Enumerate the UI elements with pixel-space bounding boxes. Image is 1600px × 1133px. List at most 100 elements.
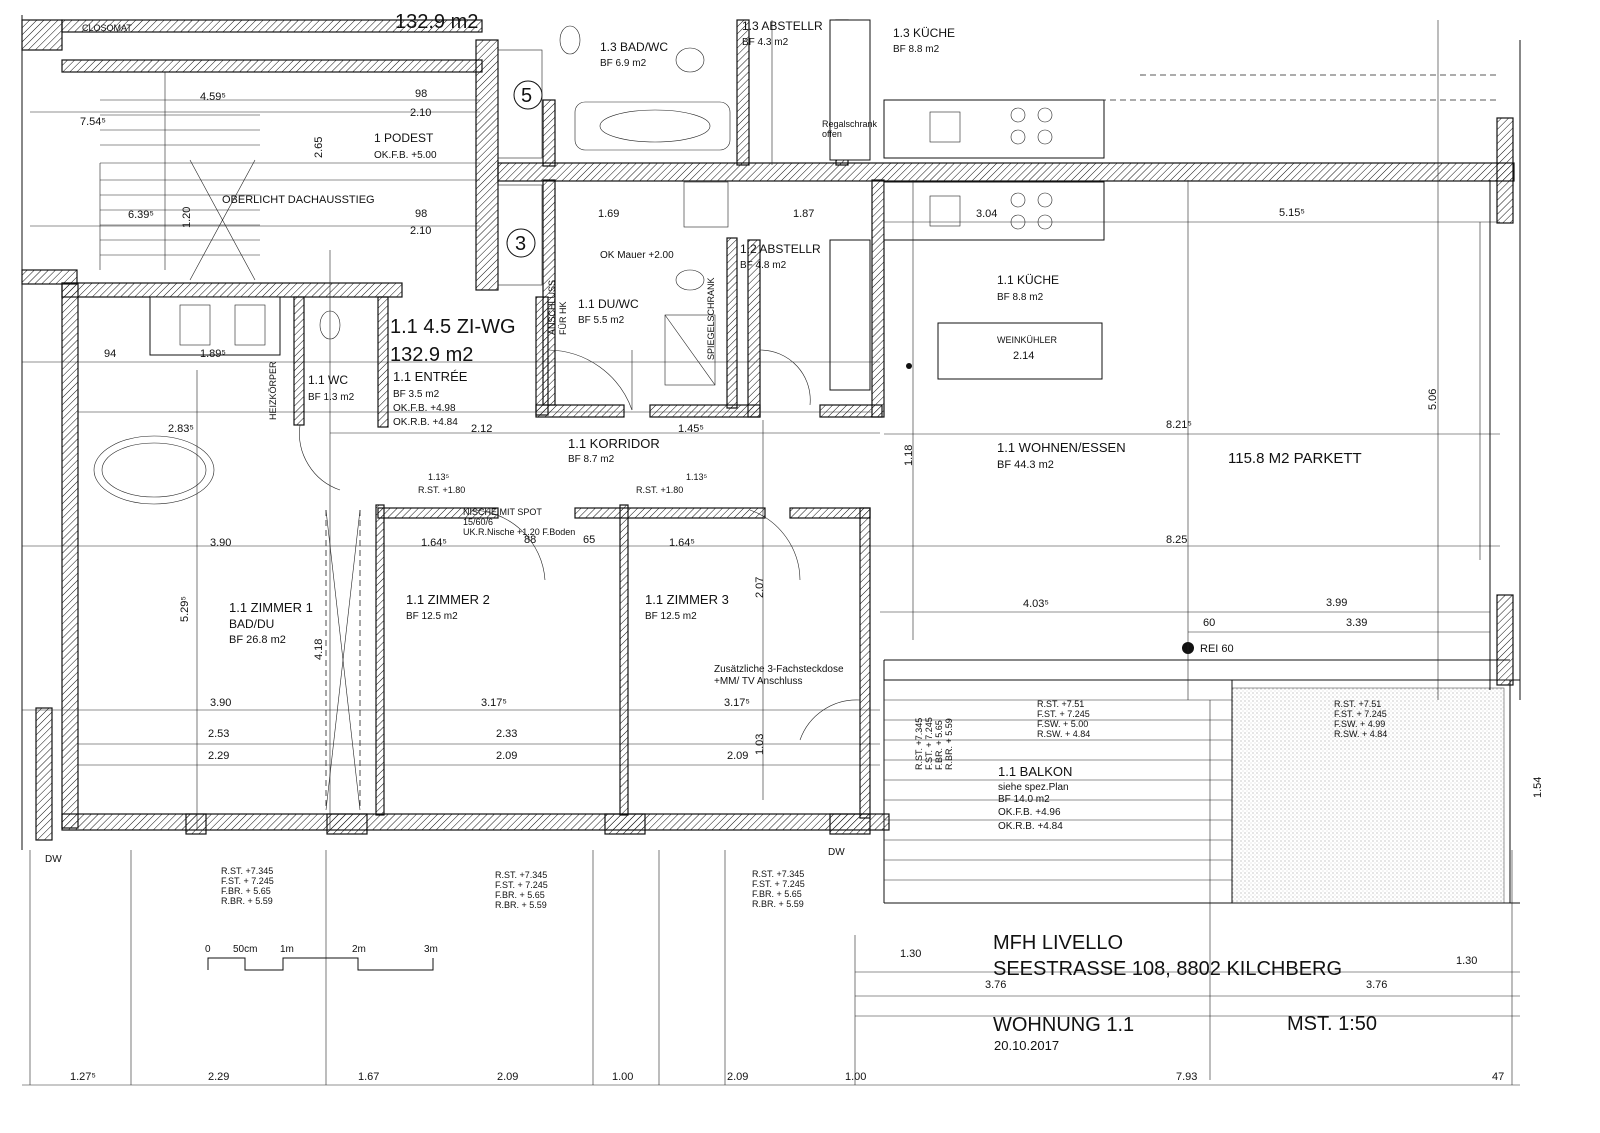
svg-text:15/60/6: 15/60/6 [463, 517, 493, 527]
svg-text:4.59⁵: 4.59⁵ [200, 91, 226, 103]
svg-text:BF 44.3 m2: BF 44.3 m2 [997, 459, 1054, 471]
svg-text:4.03⁵: 4.03⁵ [1023, 598, 1049, 610]
svg-text:HEIZKÖRPER: HEIZKÖRPER [268, 361, 278, 420]
svg-text:BF 8.7 m2: BF 8.7 m2 [568, 454, 615, 465]
svg-text:1.18: 1.18 [903, 445, 915, 466]
room-abstellr-13: 1.3 ABSTELLR BF 4.3 m2 [742, 19, 823, 48]
balcony-levels-left: R.ST. +7.51 F.ST. + 7.245 F.SW. + 5.00 R… [1037, 699, 1090, 739]
svg-text:BF 8.8 m2: BF 8.8 m2 [893, 44, 940, 55]
svg-text:F.ST. + 7.245: F.ST. + 7.245 [924, 717, 934, 770]
svg-text:2.14: 2.14 [1013, 350, 1034, 362]
svg-text:F.SW. + 5.00: F.SW. + 5.00 [1037, 719, 1088, 729]
balcony-levels-vertical: R.ST. +7.345 F.ST. + 7.245 F.BR. + 5.65 … [914, 717, 954, 770]
svg-text:1.30: 1.30 [1456, 955, 1477, 967]
svg-text:98: 98 [415, 208, 427, 220]
svg-text:7.93: 7.93 [1176, 1071, 1197, 1083]
svg-text:offen: offen [822, 129, 842, 139]
svg-text:1.2 ABSTELLR: 1.2 ABSTELLR [740, 242, 821, 256]
svg-text:FÜR HK: FÜR HK [558, 302, 568, 336]
svg-text:5.15⁵: 5.15⁵ [1279, 207, 1305, 219]
room-zimmer-2: 1.1 ZIMMER 2 BF 12.5 m2 [406, 592, 490, 622]
svg-text:1.69: 1.69 [598, 208, 619, 220]
room-kueche-11: 1.1 KÜCHE BF 8.8 m2 [997, 273, 1059, 303]
svg-text:2.10: 2.10 [410, 107, 431, 119]
svg-text:1.54: 1.54 [1532, 777, 1544, 798]
project-address: SEESTRASSE 108, 8802 KILCHBERG [993, 958, 1342, 980]
balcony-planted-area [1231, 687, 1505, 904]
svg-text:3.39: 3.39 [1346, 617, 1367, 629]
svg-text:siehe spez.Plan: siehe spez.Plan [998, 782, 1069, 793]
svg-text:65: 65 [583, 534, 595, 546]
svg-text:BF 4.3 m2: BF 4.3 m2 [742, 37, 789, 48]
svg-text:2.12: 2.12 [471, 423, 492, 435]
oberlicht-label: OBERLICHT DACHAUSSTIEG [222, 194, 375, 206]
svg-text:1.13⁵: 1.13⁵ [428, 472, 450, 482]
svg-text:1.1 ZIMMER 3: 1.1 ZIMMER 3 [645, 592, 729, 607]
svg-text:94: 94 [104, 348, 116, 360]
svg-text:R.BR. + 5.59: R.BR. + 5.59 [495, 900, 547, 910]
svg-text:88: 88 [524, 534, 536, 546]
scale-bar-labels: 0 50cm 1m 2m 3m [205, 944, 438, 955]
svg-text:F.BR. + 5.65: F.BR. + 5.65 [934, 720, 944, 770]
bathtub-zimmer1 [93, 435, 215, 505]
svg-text:5.29⁵: 5.29⁵ [179, 596, 191, 622]
svg-text:UK.R.Nische +1.20 F.Boden: UK.R.Nische +1.20 F.Boden [463, 527, 575, 537]
hob-upper [1010, 107, 1053, 145]
niche-label: NISCHE MIT SPOT [463, 507, 542, 517]
svg-text:F.ST. + 7.245: F.ST. + 7.245 [221, 876, 274, 886]
svg-text:4.18: 4.18 [313, 639, 325, 660]
svg-text:F.BR. + 5.65: F.BR. + 5.65 [752, 889, 802, 899]
apartment-label: 1.1 4.5 ZI-WG [390, 316, 516, 338]
svg-text:47: 47 [1492, 1071, 1504, 1083]
dw-label-2: DW [828, 847, 845, 858]
svg-text:8.25: 8.25 [1166, 534, 1187, 546]
svg-text:1.87: 1.87 [793, 208, 814, 220]
room-korridor: 1.1 KORRIDOR BF 8.7 m2 [568, 436, 660, 465]
svg-text:1.1 BALKON: 1.1 BALKON [998, 764, 1072, 779]
stair-marker-3 [506, 228, 536, 258]
ok-mauer-note: OK Mauer +2.00 [600, 250, 674, 261]
room-zimmer-1: 1.1 ZIMMER 1 BAD/DU BF 26.8 m2 [229, 600, 313, 646]
svg-text:0: 0 [205, 944, 211, 955]
svg-text:8.21⁵: 8.21⁵ [1166, 419, 1192, 431]
svg-text:BF 14.0 m2: BF 14.0 m2 [998, 794, 1050, 805]
svg-text:3.99: 3.99 [1326, 597, 1347, 609]
svg-text:+MM/ TV Anschluss: +MM/ TV Anschluss [714, 676, 802, 687]
svg-text:F.ST. + 7.245: F.ST. + 7.245 [752, 879, 805, 889]
svg-text:R.ST. +1.80: R.ST. +1.80 [636, 485, 683, 495]
svg-text:1.1 ZIMMER 1: 1.1 ZIMMER 1 [229, 600, 313, 615]
svg-text:F.ST. + 7.245: F.ST. + 7.245 [495, 880, 548, 890]
svg-text:F.BR. + 5.65: F.BR. + 5.65 [221, 886, 271, 896]
svg-text:R.ST. +7.345: R.ST. +7.345 [914, 718, 924, 770]
balcony-levels-right: R.ST. +7.51 F.ST. + 7.245 F.SW. + 4.99 R… [1334, 699, 1387, 739]
svg-text:5.06: 5.06 [1427, 389, 1439, 410]
room-wc: 1.1 WC BF 1.3 m2 [308, 373, 355, 403]
svg-text:BF 12.5 m2: BF 12.5 m2 [406, 611, 458, 622]
svg-text:98: 98 [415, 88, 427, 100]
bathtub-bad-wc [599, 109, 711, 143]
svg-text:2.29: 2.29 [208, 1071, 229, 1083]
svg-text:2.65: 2.65 [313, 137, 325, 158]
parquet-label: 115.8 M2 PARKETT [1228, 450, 1362, 467]
svg-text:3m: 3m [424, 944, 438, 955]
rei-label: REI 60 [1200, 643, 1234, 655]
svg-text:F.SW. + 4.99: F.SW. + 4.99 [1334, 719, 1385, 729]
svg-text:1.1 DU/WC: 1.1 DU/WC [578, 297, 639, 311]
svg-text:OK.F.B. +4.98: OK.F.B. +4.98 [393, 403, 456, 414]
svg-text:BF 5.5 m2: BF 5.5 m2 [578, 315, 625, 326]
svg-text:R.BR. + 5.59: R.BR. + 5.59 [752, 899, 804, 909]
svg-text:2.33: 2.33 [496, 728, 517, 740]
svg-text:R.ST. +1.80: R.ST. +1.80 [418, 485, 465, 495]
dimension-lines [22, 20, 1520, 1086]
socket-note: Zusätzliche 3-Fachsteckdose [714, 664, 844, 675]
apartment-area: 132.9 m2 [390, 344, 473, 366]
svg-text:2.09: 2.09 [496, 750, 517, 762]
unit-name: WOHNUNG 1.1 [993, 1014, 1134, 1036]
svg-text:2.09: 2.09 [497, 1071, 518, 1083]
scale-bar [207, 957, 434, 971]
svg-text:OK.R.B. +4.84: OK.R.B. +4.84 [998, 821, 1063, 832]
svg-text:1.64⁵: 1.64⁵ [421, 537, 447, 549]
room-entree: 1.1 ENTRÉE BF 3.5 m2 OK.F.B. +4.98 OK.R.… [393, 369, 468, 428]
svg-text:F.BR. + 5.65: F.BR. + 5.65 [495, 890, 545, 900]
